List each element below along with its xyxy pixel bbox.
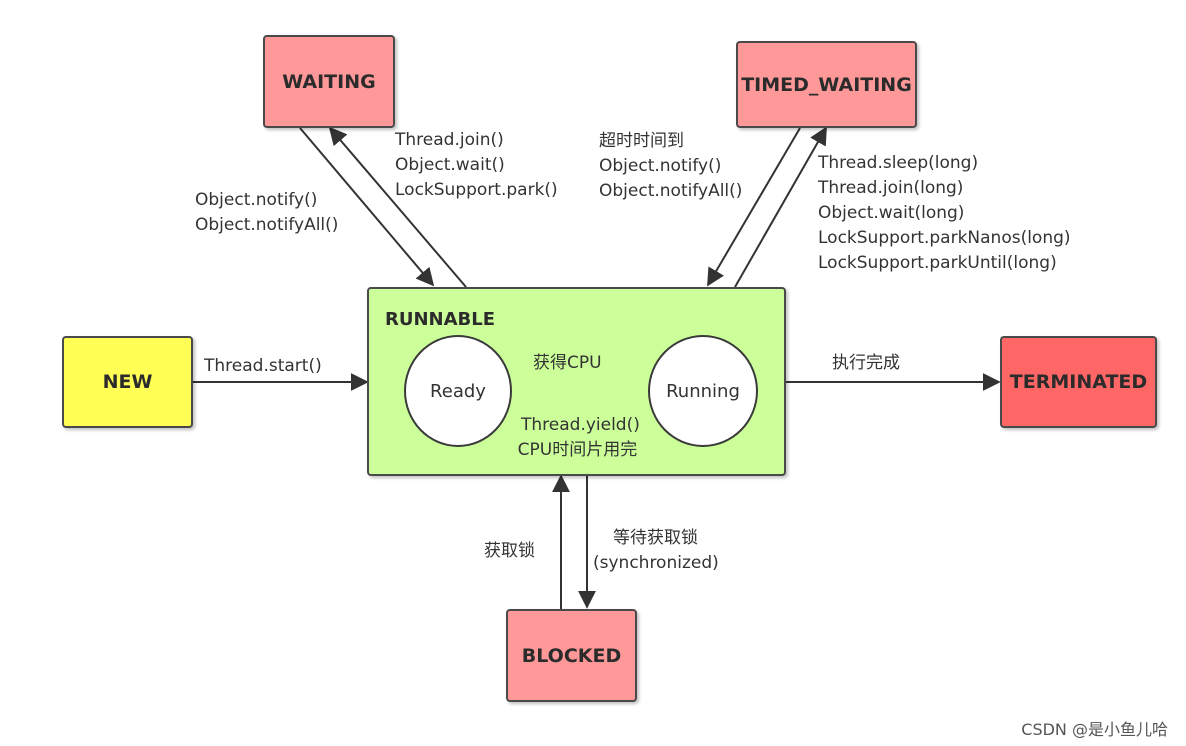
arrow-waiting-to-runnable	[299, 127, 435, 287]
substate-ready-label: Ready	[430, 380, 486, 402]
substate-running: Running	[648, 335, 758, 447]
label-running-to-ready-line: Thread.yield()	[521, 415, 640, 435]
label-running-to-ready: Thread.yield() CPU时间片用完	[515, 413, 640, 463]
label-to-timed-waiting-line: LockSupport.parkNanos(long)	[818, 228, 1071, 248]
state-new-label: NEW	[102, 371, 153, 393]
label-from-timed-waiting-line: Object.notifyAll()	[599, 181, 743, 201]
label-from-waiting: Object.notify() Object.notifyAll()	[195, 188, 338, 238]
arrow-runnable-to-waiting	[328, 126, 467, 288]
label-to-waiting-line: Thread.join()	[395, 130, 504, 150]
substate-ready: Ready	[404, 335, 512, 447]
label-ready-to-running-text: 获得CPU	[533, 353, 602, 373]
substate-running-label: Running	[666, 380, 740, 402]
label-to-timed-waiting: Thread.sleep(long) Thread.join(long) Obj…	[818, 151, 1071, 276]
label-from-timed-waiting: 超时时间到 Object.notify() Object.notifyAll()	[599, 129, 742, 204]
label-to-timed-waiting-line: Thread.join(long)	[818, 178, 964, 198]
state-terminated: TERMINATED	[1000, 336, 1157, 428]
label-blocked-to-runnable: 获取锁	[484, 539, 535, 564]
label-runnable-to-blocked: 等待获取锁 (synchronized)	[593, 526, 719, 576]
label-to-waiting-line: LockSupport.park()	[395, 180, 558, 200]
label-running-to-ready-line: CPU时间片用完	[517, 440, 638, 460]
state-waiting-label: WAITING	[282, 70, 376, 93]
label-start-text: Thread.start()	[204, 356, 322, 376]
state-waiting: WAITING	[263, 35, 395, 128]
label-to-timed-waiting-line: Object.wait(long)	[818, 203, 965, 223]
label-runnable-to-blocked-line: (synchronized)	[593, 553, 719, 573]
label-from-timed-waiting-line: Object.notify()	[599, 156, 722, 176]
state-new: NEW	[62, 336, 193, 428]
label-to-terminated: 执行完成	[832, 351, 900, 376]
watermark: CSDN @是小鱼儿哈	[1021, 720, 1168, 739]
label-to-timed-waiting-line: Thread.sleep(long)	[818, 153, 979, 173]
state-blocked: BLOCKED	[506, 609, 637, 702]
label-to-terminated-text: 执行完成	[832, 353, 900, 373]
label-from-timed-waiting-line: 超时时间到	[599, 131, 684, 151]
state-timed-waiting: TIMED_WAITING	[736, 41, 917, 128]
state-timed-waiting-label: TIMED_WAITING	[741, 73, 912, 96]
arrow-runnable-to-timed-waiting	[734, 126, 827, 288]
label-from-waiting-line: Object.notify()	[195, 190, 318, 210]
state-blocked-label: BLOCKED	[521, 644, 622, 667]
state-terminated-label: TERMINATED	[1009, 371, 1148, 393]
arrow-timed-waiting-to-runnable	[707, 127, 801, 287]
label-blocked-to-runnable-text: 获取锁	[484, 541, 535, 561]
state-runnable-label: RUNNABLE	[385, 309, 496, 330]
label-from-waiting-line: Object.notifyAll()	[195, 215, 339, 235]
label-to-waiting: Thread.join() Object.wait() LockSupport.…	[395, 128, 558, 203]
label-to-waiting-line: Object.wait()	[395, 155, 505, 175]
label-start: Thread.start()	[204, 354, 322, 379]
label-runnable-to-blocked-line: 等待获取锁	[613, 528, 698, 548]
label-ready-to-running: 获得CPU	[533, 351, 602, 376]
label-to-timed-waiting-line: LockSupport.parkUntil(long)	[818, 253, 1057, 273]
